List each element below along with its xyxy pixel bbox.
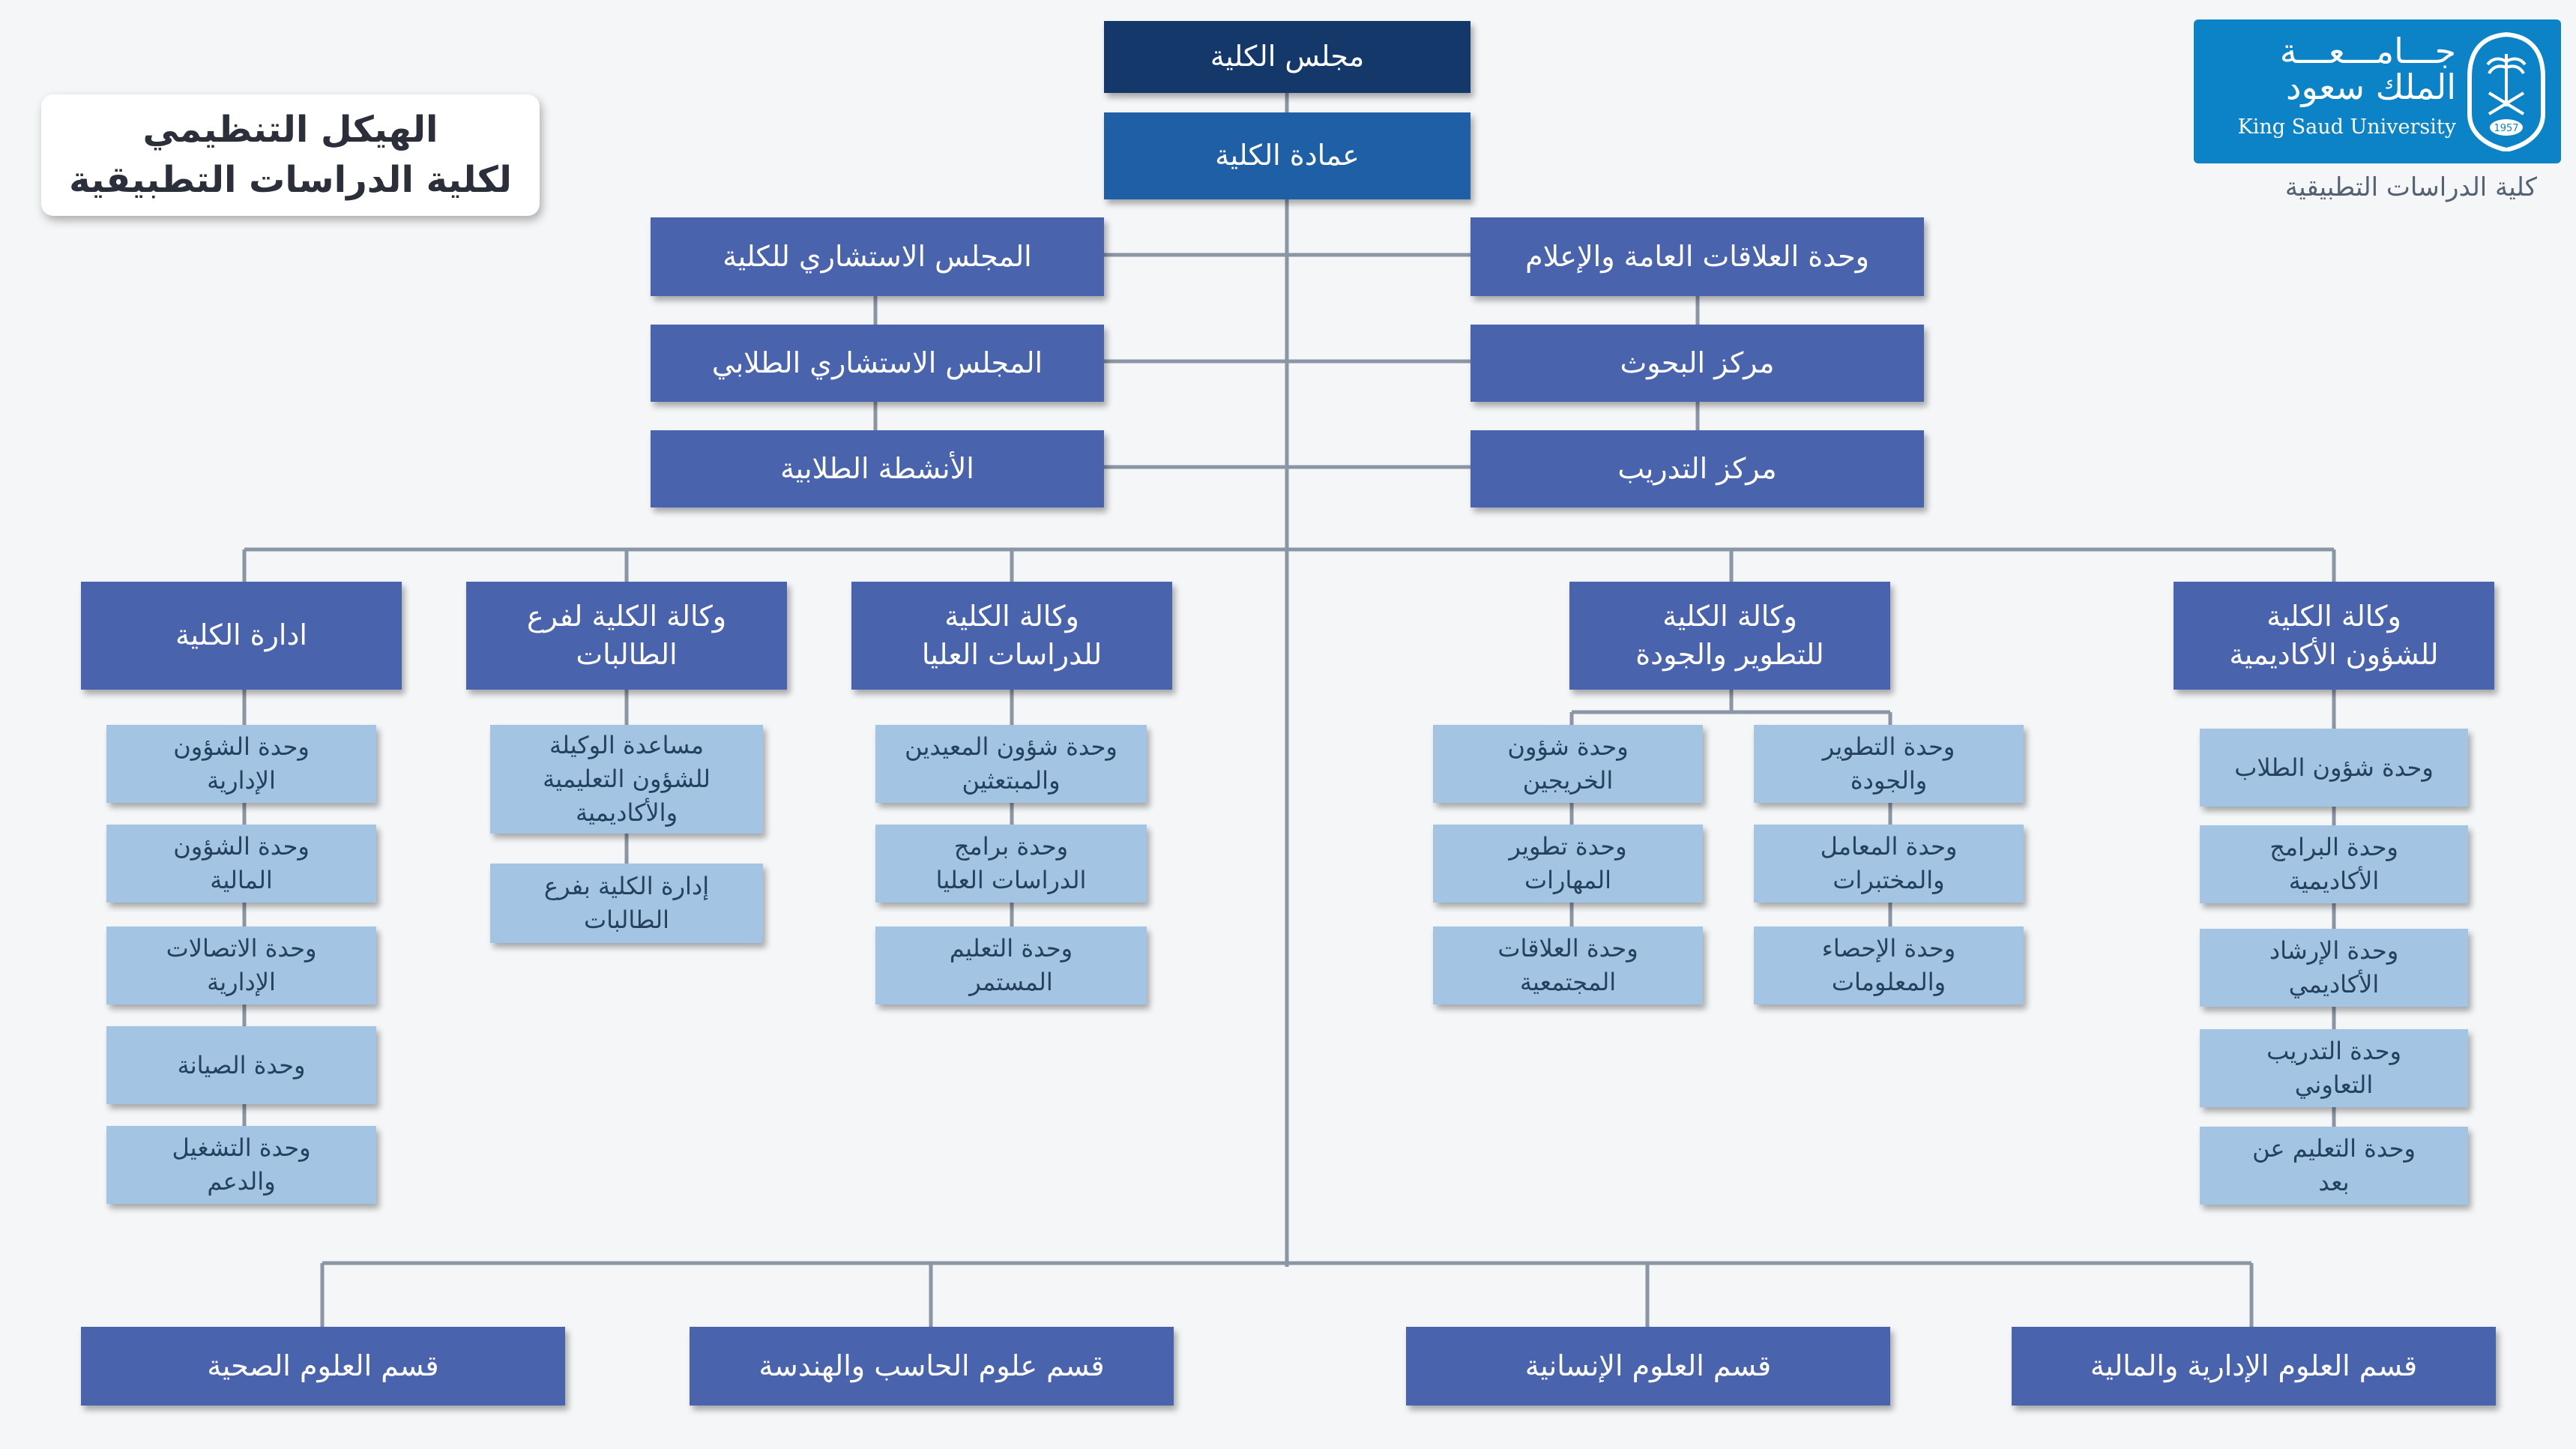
vice-female-branch-box: وكالة الكلية لفرع الطالبات xyxy=(466,582,787,690)
sub-unit: إدارة الكلية بفرع الطالبات xyxy=(490,864,763,943)
sub-unit: وحدة تطوير المهارات xyxy=(1433,825,1703,903)
department-computer-engineering: قسم علوم الحاسب والهندسة xyxy=(690,1327,1174,1406)
sub-unit: وحدة التطوير والجودة xyxy=(1754,725,2024,803)
sub-unit: وحدة التعليم عن بعد xyxy=(2200,1127,2468,1205)
staff-unit-right-1: وحدة العلاقات العامة والإعلام xyxy=(1471,217,1924,296)
chart-title-line1: الهيكل التنظيمي xyxy=(142,108,438,151)
sub-unit: وحدة الشؤون المالية xyxy=(106,825,376,903)
chart-title-line2: لكلية الدراسات التطبيقية xyxy=(69,159,512,201)
department-health-sciences: قسم العلوم الصحية xyxy=(81,1327,565,1406)
sub-unit: وحدة البرامج الأكاديمية xyxy=(2200,825,2468,903)
staff-unit-left-2: المجلس الاستشاري الطلابي xyxy=(651,325,1104,402)
sub-unit: وحدة المعامل والمختبرات xyxy=(1754,825,2024,903)
logo-year: 1957 xyxy=(2494,123,2518,134)
department-admin-finance: قسم العلوم الإدارية والمالية xyxy=(2012,1327,2496,1406)
sub-unit: وحدة الاتصالات الإدارية xyxy=(106,927,376,1004)
college-name: كلية الدراسات التطبيقية xyxy=(2284,172,2537,202)
sub-unit: وحدة شؤون الخريجين xyxy=(1433,725,1703,803)
palm-emblem-icon: 1957 xyxy=(2467,31,2545,151)
college-administration-box: ادارة الكلية xyxy=(81,582,402,690)
logo-arabic-name: جـــامـــعـــة الملك سعود xyxy=(2279,31,2456,108)
sub-unit: وحدة الإرشاد الأكاديمي xyxy=(2200,929,2468,1007)
sub-unit: وحدة برامج الدراسات العليا xyxy=(875,825,1147,903)
sub-unit: وحدة الشؤون الإدارية xyxy=(106,725,376,803)
staff-unit-left-3: الأنشطة الطلابية xyxy=(651,430,1104,507)
staff-unit-right-3: مركز التدريب xyxy=(1471,430,1924,507)
sub-unit: وحدة شؤون الطلاب xyxy=(2200,729,2468,807)
college-council-box: مجلس الكلية xyxy=(1104,21,1471,93)
vice-development-box: وكالة الكلية للتطوير والجودة xyxy=(1569,582,1890,690)
sub-unit: وحدة العلاقات المجتمعية xyxy=(1433,927,1703,1004)
chart-title-card: الهيكل التنظيمي لكلية الدراسات التطبيقية xyxy=(41,94,540,216)
sub-unit: وحدة التعليم المستمر xyxy=(875,927,1147,1004)
university-logo: جـــامـــعـــة الملك سعود King Saud Univ… xyxy=(2194,19,2561,163)
vice-graduate-box: وكالة الكلية للدراسات العليا xyxy=(851,582,1172,690)
department-humanities: قسم العلوم الإنسانية xyxy=(1406,1327,1890,1406)
sub-unit: وحدة التشغيل والدعم xyxy=(106,1126,376,1204)
sub-unit: وحدة الصيانة xyxy=(106,1026,376,1104)
staff-unit-left-1: المجلس الاستشاري للكلية xyxy=(651,217,1104,296)
sub-unit: وحدة الإحصاء والمعلومات xyxy=(1754,927,2024,1004)
staff-unit-right-2: مركز البحوث xyxy=(1471,325,1924,402)
vice-academic-box: وكالة الكلية للشؤون الأكاديمية xyxy=(2174,582,2494,690)
sub-unit: مساعدة الوكيلة للشؤون التعليمية والأكادي… xyxy=(490,725,763,834)
sub-unit: وحدة التدريب التعاوني xyxy=(2200,1029,2468,1107)
sub-unit: وحدة شؤون المعيدين والمبتعثين xyxy=(875,725,1147,803)
logo-english-name: King Saud University xyxy=(2237,115,2456,139)
deanship-box: عمادة الكلية xyxy=(1104,112,1471,199)
